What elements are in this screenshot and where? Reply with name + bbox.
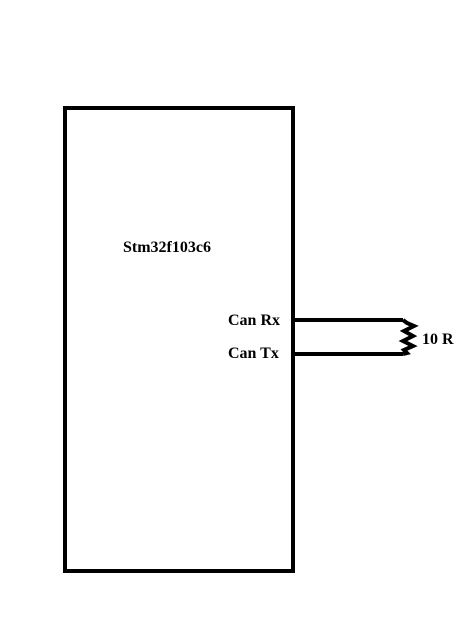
chip-label: Stm32f103c6 — [123, 239, 211, 256]
resistor-value-label: 10 R — [422, 331, 454, 348]
resistor-symbol — [398, 318, 419, 356]
can-rx-pin-label: Can Rx — [228, 312, 280, 329]
can-tx-pin-label: Can Tx — [228, 345, 279, 362]
microcontroller-box — [63, 106, 295, 573]
